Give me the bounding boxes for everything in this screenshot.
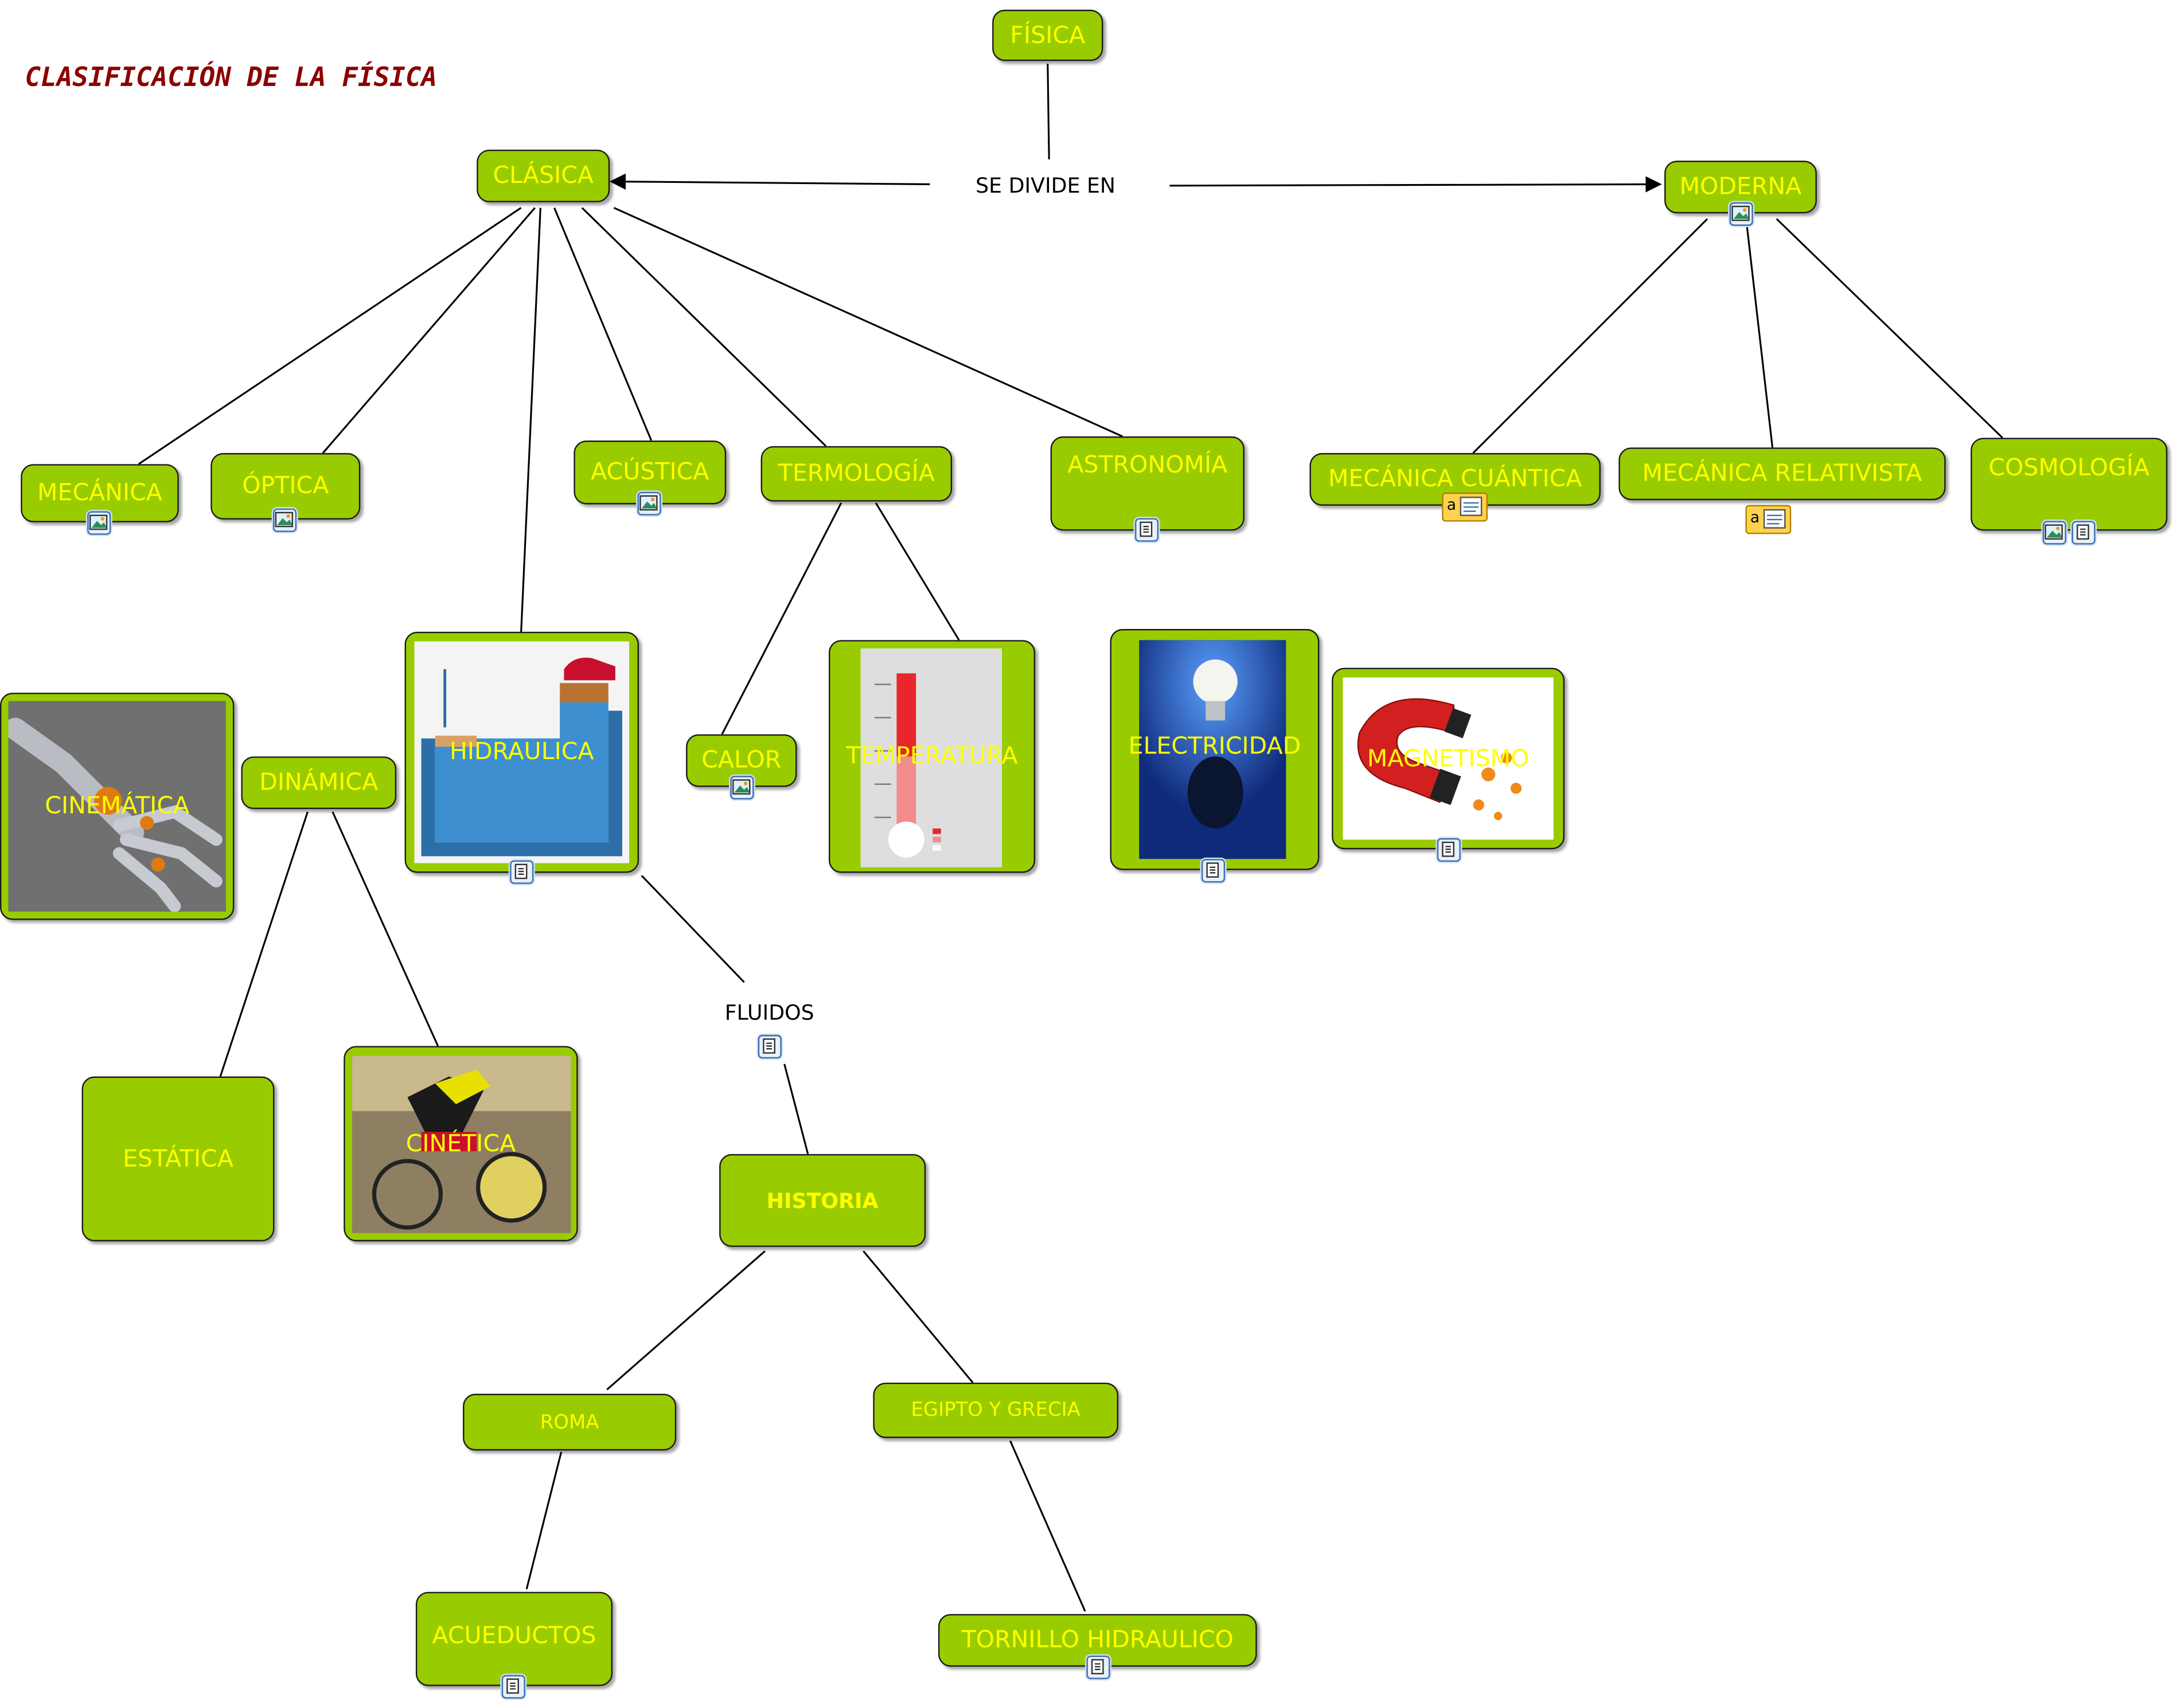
node-temperatura[interactable]: TEMPERATURA [829,640,1036,873]
node-label: CALOR [701,746,782,775]
image-icon[interactable] [273,508,297,532]
line-termologia-calor [721,502,842,735]
line-moderna-cuantica [1472,218,1708,454]
node-label: HISTORIA [766,1188,879,1213]
node-mecanica-cuantica[interactable]: MECÁNICA CUÁNTICA [1309,453,1601,506]
node-label: CINEMÁTICA [45,792,190,820]
image-icon[interactable] [87,511,111,535]
node-label: MECÁNICA CUÁNTICA [1328,465,1582,494]
document-icon[interactable] [1135,518,1159,542]
node-hidraulica[interactable]: HIDRAULICA [404,631,639,873]
node-label: TEMPERATURA [846,742,1018,771]
line-dinamica-estatica [219,811,309,1077]
linking-phrase-se-divide-en[interactable]: SE DIVIDE EN [976,173,1116,198]
svg-text:a: a [1750,509,1760,526]
line-clasica-termologia [581,207,827,447]
line-egipto-tornillo [1009,1440,1086,1612]
svg-text:a: a [1447,496,1456,514]
node-termologia[interactable]: TERMOLOGÍA [760,446,953,502]
line-historia-egipto [863,1250,974,1383]
node-magnetismo[interactable]: MAGNETISMO [1332,667,1565,850]
node-clasica[interactable]: CLÁSICA [477,149,610,202]
node-optica[interactable]: ÓPTICA [210,453,361,520]
node-label: ELECTRICIDAD [1128,733,1301,761]
magnet-image [1343,677,1554,840]
cyclist-image [352,1056,571,1233]
line-clasica-hidraulica [520,208,541,634]
node-label: ACUEDUCTOS [432,1622,596,1650]
line-clasica-astronomia [613,207,1123,437]
node-cosmologia[interactable]: COSMOLOGÍA [1971,437,2168,531]
line-clasica-optica [322,207,536,454]
annotation-icon[interactable]: a [1745,505,1792,535]
node-cinematica[interactable]: CINEMÁTICA [0,693,235,920]
line-moderna-relativista [1745,218,1774,448]
node-historia[interactable]: HISTORIA [719,1154,926,1247]
line-roma-acueductos [525,1452,563,1589]
image-icon[interactable] [730,776,754,800]
image-icon[interactable] [1729,202,1753,226]
node-label: TORNILLO HIDRAULICO [961,1626,1234,1655]
node-label: DINÁMICA [259,769,379,797]
node-label: ROMA [540,1411,599,1433]
map-title: CLASIFICACIÓN DE LA FÍSICA [25,62,438,93]
image-icon[interactable] [2042,521,2066,545]
document-icon[interactable] [1086,1655,1110,1679]
node-astronomia[interactable]: ASTRONOMÍA [1050,436,1244,531]
annotation-icon[interactable]: a [1441,492,1488,522]
image-icon[interactable] [637,491,661,515]
document-icon[interactable] [2071,521,2096,545]
node-label: ASTRONOMÍA [1067,451,1228,480]
line-historia-roma [606,1250,766,1390]
node-egipto-y-grecia[interactable]: EGIPTO Y GRECIA [873,1382,1119,1439]
node-label: CINÉTICA [405,1129,516,1158]
node-electricidad[interactable]: ELECTRICIDAD [1110,629,1320,870]
node-label: FÍSICA [1010,21,1086,49]
thermometer-image [860,648,1002,867]
node-label: MODERNA [1679,173,1802,201]
node-fisica[interactable]: FÍSICA [992,9,1103,61]
line-phrase-clasica [609,173,930,190]
document-icon[interactable] [758,1035,782,1059]
node-estatica[interactable]: ESTÁTICA [81,1076,275,1242]
node-label: COSMOLOGÍA [1988,454,2150,482]
line-clasica-acustica [553,207,653,441]
node-mecanica-relativista[interactable]: MECÁNICA RELATIVISTA [1618,447,1946,501]
linking-phrase-fluidos[interactable]: FLUIDOS [724,1000,814,1026]
line-clasica-mecanica [138,207,522,465]
light-bulb-image [1139,640,1286,859]
node-label: CLÁSICA [493,162,594,190]
node-label: ESTÁTICA [123,1145,233,1173]
robot-hand-image [8,701,226,912]
line-termologia-temperatura [875,502,960,641]
line-dinamica-cinetica [331,811,439,1047]
node-label: MAGNETISMO [1367,744,1530,773]
node-cinetica[interactable]: CINÉTICA [344,1046,578,1242]
node-label: TERMOLOGÍA [778,460,935,488]
line-moderna-cosmologia [1776,218,2003,439]
node-label: HIDRAULICA [450,738,594,767]
node-label: ÓPTICA [242,472,329,501]
line-hidraulica-fluidos [641,875,745,983]
node-label: ACÚSTICA [591,458,709,487]
node-roma[interactable]: ROMA [463,1393,677,1451]
document-icon[interactable] [510,860,534,884]
node-label: EGIPTO Y GRECIA [911,1399,1080,1422]
line-phrase-moderna [1169,176,1662,193]
node-label: MECÁNICA [37,479,162,507]
document-icon[interactable] [501,1675,525,1699]
node-label: MECÁNICA RELATIVISTA [1642,460,1922,488]
node-dinamica[interactable]: DINÁMICA [241,756,397,810]
line-fluidos-historia [783,1064,809,1155]
line-fisica-phrase [1047,64,1050,159]
hydraulic-press-image [414,641,630,863]
document-icon[interactable] [1201,859,1226,883]
node-acueductos[interactable]: ACUEDUCTOS [415,1592,613,1686]
document-icon[interactable] [1437,838,1461,862]
